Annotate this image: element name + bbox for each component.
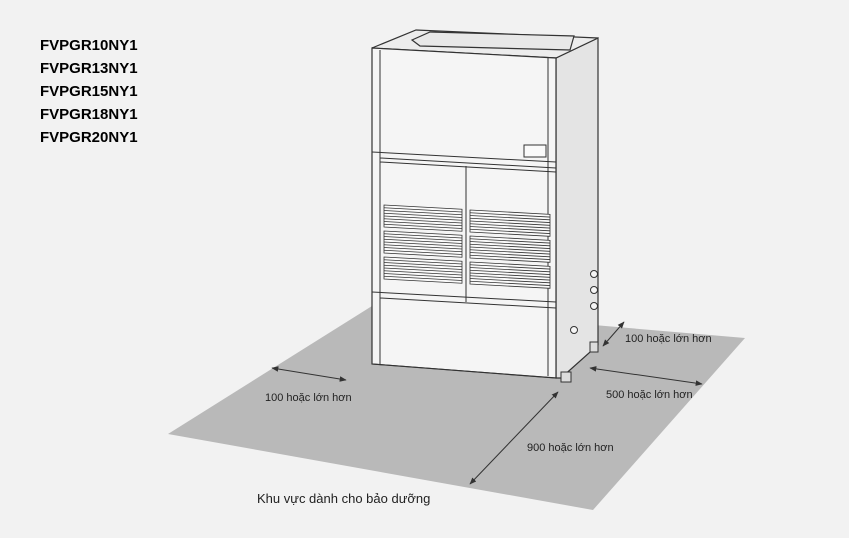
grille-slat: [383, 236, 463, 242]
grille-slat: [383, 273, 463, 279]
pipe-port: [590, 270, 598, 278]
grille-slat: [469, 215, 551, 221]
grille-slat: [469, 241, 551, 247]
front-clearance-arrow: [469, 391, 559, 485]
grille-slat: [469, 267, 551, 273]
grille-slat: [469, 243, 551, 249]
unit-foot: [589, 341, 599, 353]
grille-slat: [469, 249, 551, 255]
model-name: FVPGR13NY1: [40, 60, 138, 77]
grille-slat: [469, 254, 551, 260]
right-grille: [469, 209, 551, 289]
rear-clearance-label: 100 hoặc lớn hơn: [625, 333, 712, 345]
maintenance-area: [168, 306, 745, 510]
grille-slat: [469, 246, 551, 252]
model-name: FVPGR10NY1: [40, 37, 138, 54]
grille-slat: [383, 218, 463, 224]
pipe-port: [590, 286, 598, 294]
grille-slat: [469, 228, 551, 234]
grille-slat: [383, 259, 463, 265]
left-grille: [383, 204, 463, 284]
grille-slat: [383, 210, 463, 216]
grille-slat: [383, 267, 463, 273]
pipe-port: [570, 326, 578, 334]
grille-slat: [383, 264, 463, 270]
grille-slat: [469, 252, 551, 258]
grille-slat: [469, 217, 551, 223]
model-list: FVPGR10NY1 FVPGR13NY1 FVPGR15NY1 FVPGR18…: [40, 34, 138, 149]
grille-slat: [383, 247, 463, 253]
maintenance-area-caption: Khu vực dành cho bảo dưỡng: [257, 491, 430, 506]
grille-slat: [469, 226, 551, 232]
grille-slat: [383, 262, 463, 268]
grille-slat: [383, 275, 463, 281]
grille-slat: [383, 221, 463, 227]
pipe-port: [590, 302, 598, 310]
left-clearance-label: 100 hoặc lớn hơn: [265, 392, 352, 404]
top-cover: [410, 31, 575, 51]
rear-clearance-arrow: [602, 321, 625, 347]
model-name: FVPGR15NY1: [40, 83, 138, 100]
grille-slat: [469, 280, 551, 286]
grille-slat: [469, 275, 551, 281]
grille-slat: [383, 270, 463, 276]
front-clearance-label: 900 hoặc lớn hơn: [527, 442, 614, 454]
grille-slat: [383, 212, 463, 218]
grille-slat: [469, 212, 551, 218]
grille-slat: [469, 238, 551, 244]
grille-slat: [469, 272, 551, 278]
grille-slat: [383, 241, 463, 247]
grille-slat: [383, 215, 463, 221]
grille-slat: [383, 233, 463, 239]
grille-slat: [469, 220, 551, 226]
grille-slat: [383, 249, 463, 255]
right-clearance-arrow: [589, 366, 703, 386]
grille-slat: [469, 264, 551, 270]
unit-side-panel: [555, 37, 599, 379]
control-display: [523, 144, 547, 158]
indoor-unit: [371, 29, 599, 383]
left-clearance-arrow: [271, 366, 347, 382]
grille-slat: [383, 238, 463, 244]
grille-slat: [383, 207, 463, 213]
grille-slat: [383, 223, 463, 229]
grille-slat: [383, 244, 463, 250]
unit-foot: [560, 371, 572, 383]
grille-slat: [469, 223, 551, 229]
grille-slat: [469, 278, 551, 284]
model-name: FVPGR20NY1: [40, 129, 138, 146]
right-clearance-label: 500 hoặc lớn hơn: [606, 389, 693, 401]
grille-slat: [469, 269, 551, 275]
model-name: FVPGR18NY1: [40, 106, 138, 123]
